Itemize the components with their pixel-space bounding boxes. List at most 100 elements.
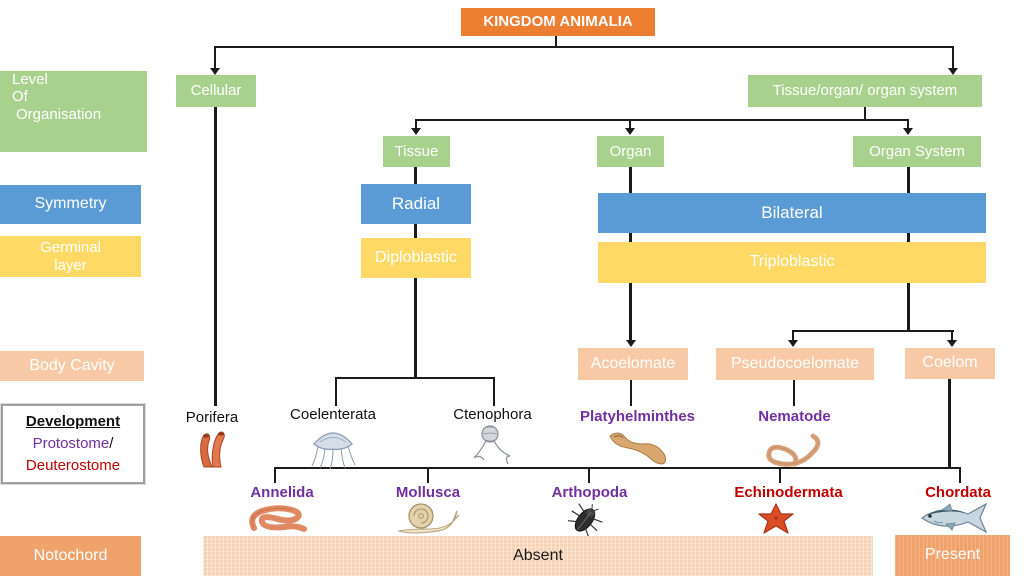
fish-icon: [920, 502, 988, 534]
phylum-platyhelminthes-label: Platyhelminthes: [579, 408, 696, 425]
arrow-to-acoelomate-icon: [626, 340, 636, 347]
arrow-to-coelom-icon: [947, 340, 957, 347]
node-coelom: Coelom: [905, 348, 995, 379]
connector-to-chordata: [959, 467, 961, 483]
arrow-to-tissue-icon: [411, 128, 421, 135]
connector-to-coelom: [951, 330, 953, 340]
node-diploblastic: Diploblastic: [361, 238, 471, 278]
connector-to-organ: [629, 119, 631, 128]
node-cellular-label: Cellular: [190, 82, 242, 100]
legend-germinal-line1: Germinal: [40, 239, 101, 257]
node-tissue-label: Tissue: [394, 142, 439, 160]
connector-to-ctenophora: [493, 377, 495, 406]
connector-cellular-to-porifera: [214, 107, 217, 406]
phylum-arthopoda-label: Arthopoda: [551, 484, 628, 501]
connector-to-tos: [952, 46, 954, 68]
connector-tos-stem: [864, 107, 866, 120]
connector-diploblastic-bracket: [335, 377, 495, 379]
connector-cavity-rail: [792, 330, 954, 332]
connector-to-mollusca: [427, 467, 429, 483]
node-organ-label: Organ: [609, 142, 652, 160]
node-bilateral: Bilateral: [598, 193, 986, 233]
node-tissue-organ-system-label: Tissue/organ/ organ system: [772, 82, 958, 100]
phylum-mollusca-label: Mollusca: [395, 484, 461, 501]
arrow-to-organ-icon: [625, 128, 635, 135]
arrow-to-organ-system-icon: [903, 128, 913, 135]
phylum-arthopoda: Arthopoda: [542, 484, 637, 501]
legend-germinal-layer: Germinal layer: [0, 236, 141, 277]
connector-level2-rail: [415, 119, 909, 121]
phylum-nematode-label: Nematode: [758, 408, 831, 425]
node-diploblastic-label: Diploblastic: [375, 248, 457, 266]
node-acoelomate-label: Acoelomate: [590, 354, 676, 372]
phylum-chordata-label: Chordata: [925, 484, 991, 501]
comb-jelly-icon: [473, 425, 511, 465]
connector-to-pseudocoelomate: [792, 330, 794, 340]
connector-top-rail: [214, 46, 954, 48]
title-kingdom-animalia: KINGDOM ANIMALIA: [461, 8, 655, 36]
phylum-platyhelminthes: Platyhelminthes: [570, 408, 705, 425]
phylum-ctenophora-label: Ctenophora: [453, 406, 532, 423]
notochord-absent-label: Absent: [513, 546, 563, 564]
connector-to-tissue: [415, 119, 417, 128]
connector-to-platyhelminthes: [630, 380, 632, 406]
node-radial: Radial: [361, 184, 471, 224]
legend-symmetry: Symmetry: [0, 185, 141, 224]
node-organ-system: Organ System: [853, 136, 981, 167]
legend-notochord-label: Notochord: [33, 546, 108, 564]
phylum-coelenterata-label: Coelenterata: [290, 406, 376, 423]
node-tissue-organ-system: Tissue/organ/ organ system: [748, 75, 982, 107]
node-organ-system-label: Organ System: [869, 142, 965, 160]
node-triploblastic: Triploblastic: [598, 242, 986, 283]
phylum-mollusca: Mollusca: [388, 484, 468, 501]
snail-icon: [397, 503, 460, 534]
node-pseudocoelomate-label: Pseudocoelomate: [730, 354, 860, 372]
connector-to-arthopoda: [588, 467, 590, 483]
phylum-ctenophora: Ctenophora: [445, 406, 540, 423]
connector-to-echinodermata: [779, 467, 781, 483]
arrow-to-pseudocoelomate-icon: [788, 340, 798, 347]
legend-slash: /: [109, 435, 114, 453]
node-acoelomate: Acoelomate: [578, 348, 688, 380]
phylum-echinodermata: Echinodermata: [731, 484, 846, 501]
title-label: KINGDOM ANIMALIA: [483, 13, 633, 31]
phylum-coelenterata: Coelenterata: [283, 406, 383, 423]
legend-body-cavity: Body Cavity: [0, 351, 144, 381]
connector-to-cellular: [214, 46, 216, 68]
legend-level-line2: Of: [12, 88, 28, 106]
phylum-annelida: Annelida: [242, 484, 322, 501]
starfish-icon: [758, 503, 794, 534]
legend-level-line3: Organisation: [16, 105, 102, 123]
legend-level-line1: Level: [12, 71, 48, 88]
phylum-porifera: Porifera: [172, 409, 252, 426]
connector-title-stem: [555, 35, 557, 47]
node-radial-label: Radial: [391, 194, 441, 214]
node-cellular: Cellular: [176, 75, 256, 107]
node-tissue: Tissue: [383, 136, 450, 167]
arrow-to-cellular-icon: [210, 68, 220, 75]
connector-to-annelida: [274, 467, 276, 483]
roundworm-icon: [766, 433, 821, 467]
legend-protostome: Protostome: [32, 435, 110, 453]
earthworm-icon: [249, 505, 307, 532]
node-pseudocoelomate: Pseudocoelomate: [716, 348, 874, 380]
notochord-present-band: Present: [895, 535, 1010, 576]
phylum-porifera-label: Porifera: [185, 409, 239, 426]
insect-icon: [567, 503, 603, 536]
connector-to-coelenterata: [335, 377, 337, 406]
notochord-present-label: Present: [924, 546, 981, 564]
legend-body-cavity-label: Body Cavity: [29, 356, 115, 374]
jellyfish-icon: [311, 432, 356, 470]
legend-symmetry-label: Symmetry: [34, 195, 107, 213]
connector-to-nematode: [793, 380, 795, 406]
sponge-icon: [200, 431, 225, 468]
node-organ: Organ: [597, 136, 664, 167]
phylum-annelida-label: Annelida: [250, 484, 314, 501]
legend-level-of-organisation: Level Of Organisation: [0, 71, 147, 152]
arrow-to-tos-icon: [948, 68, 958, 75]
connector-coelomate-rail: [274, 467, 961, 469]
phylum-nematode: Nematode: [752, 408, 837, 425]
legend-development-title: Development: [25, 413, 121, 431]
node-coelom-label: Coelom: [922, 354, 978, 372]
